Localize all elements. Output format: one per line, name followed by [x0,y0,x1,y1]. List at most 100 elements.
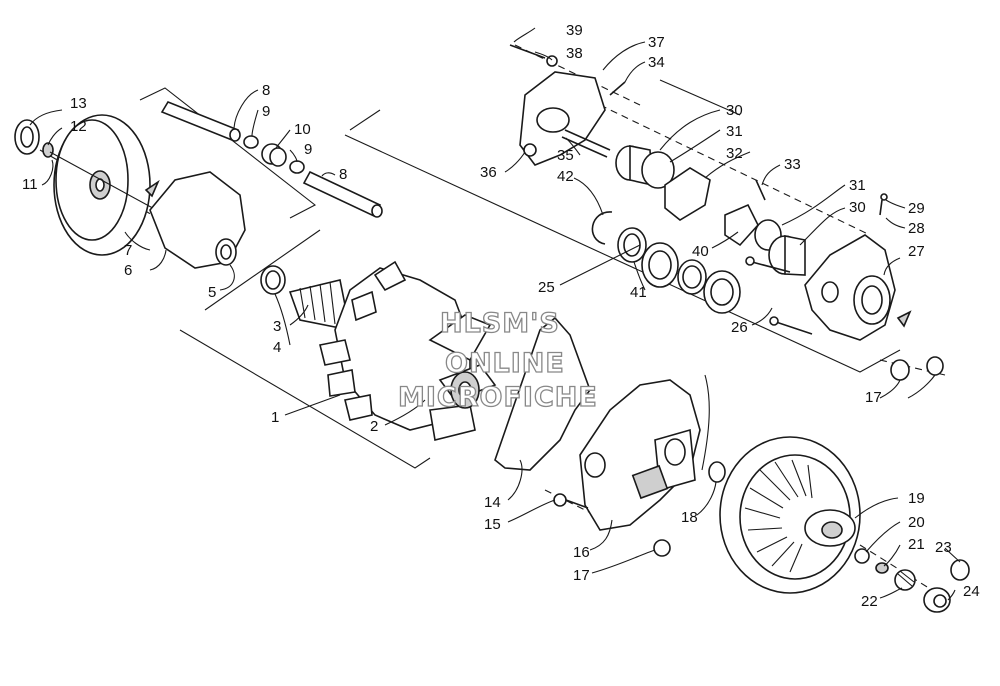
callout-18: 18 [681,509,698,526]
callout-8-upper: 8 [262,82,270,99]
boundary-brake-group [344,134,901,373]
callout-40: 40 [692,243,709,260]
watermark-line-1: HLSM'S [440,308,560,339]
washer-20 [854,548,870,564]
group-boundaries [139,79,901,469]
bushing-5 [215,238,237,266]
callout-31-upper: 31 [726,123,743,140]
callout-13: 13 [70,95,87,112]
bolt-39 [509,44,558,67]
callout-3: 3 [273,318,281,335]
watermark-line-3: MICROFICHE [398,382,598,413]
callout-30-lower: 30 [849,199,866,216]
callout-21: 21 [908,536,925,553]
piston-30-lower [768,235,806,276]
boundary-drive-clutch-top [349,109,381,131]
callout-34: 34 [648,54,665,71]
callout-32: 32 [726,145,743,162]
callout-12: 12 [70,118,87,135]
cap-29 [880,193,888,201]
spring-22 [894,569,916,591]
callout-41: 41 [630,284,647,301]
spring-clip-33 [755,179,766,201]
callout-19: 19 [908,490,925,507]
centerline-driven [859,544,941,596]
callout-31-lower: 31 [849,177,866,194]
callout-28: 28 [908,220,925,237]
washer-9-left [243,135,259,149]
watermark: HLSM'S ONLINE MICROFICHE [397,307,598,413]
callout-27: 27 [908,243,925,260]
callout-1: 1 [271,409,279,426]
callout-35: 35 [557,147,574,164]
watermark-line-2: ONLINE [445,348,565,379]
gearcase-16 [579,379,701,557]
roller-10 [261,143,287,167]
snap-ring-42 [591,211,613,245]
arrow-indicator-left [144,179,160,198]
callout-20: 20 [908,514,925,531]
spacer-8-lower [302,170,383,218]
seal-41 [617,227,647,263]
washer-12 [42,142,54,158]
callout-9-upper: 9 [262,103,270,120]
callout-2: 2 [370,418,378,435]
callout-29: 29 [908,200,925,217]
callout-39: 39 [566,22,583,39]
washer-9-right [289,160,305,174]
boundary-caliper-top [659,79,741,116]
callout-36: 36 [480,164,497,181]
callout-8-lower: 8 [339,166,347,183]
callout-16: 16 [573,544,590,561]
callouts: 1 2 3 4 5 6 7 8 8 9 9 10 11 12 13 14 15 … [22,22,980,610]
callout-23: 23 [935,539,952,556]
callout-9-lower: 9 [304,141,312,158]
nut-17-lower [653,539,671,557]
boundary-drive-clutch-bottom [179,329,431,469]
seal-4 [260,265,286,295]
callout-7: 7 [124,242,132,259]
callout-25: 25 [538,279,555,296]
callout-30-upper: 30 [726,102,743,119]
centerline-brake [599,104,871,236]
sensor-18 [701,374,726,483]
nut-17-upper-a [890,359,910,381]
caliper-bracket-36 [519,71,606,166]
fixed-sheave-2 [319,260,497,441]
cover-gasket-14 [494,316,591,471]
callout-17-lower: 17 [573,567,590,584]
callout-22: 22 [861,593,878,610]
callout-26: 26 [731,319,748,336]
pin-34 [609,81,626,96]
callout-4: 4 [273,339,281,356]
callout-37: 37 [648,34,665,51]
moveable-sheave-7 [49,114,216,256]
bleeder-28 [879,199,883,216]
pad-40 [724,203,759,247]
bearing-seal-group [641,242,741,314]
bolts-26 [745,256,813,335]
leader-lines [29,27,961,601]
callout-17-upper: 17 [865,389,882,406]
nut-17-upper-b [926,356,944,376]
caliper-housing-27 [804,234,896,341]
boundary-spacer-lower [204,229,321,311]
callout-33: 33 [784,156,801,173]
callout-42: 42 [557,168,574,185]
callout-15: 15 [484,516,501,533]
callout-24: 24 [963,583,980,600]
callout-11: 11 [22,176,38,193]
brake-pad-32 [664,167,711,221]
callout-38: 38 [566,45,583,62]
bolt-15 [553,493,589,509]
ring-31-upper [641,151,675,189]
spacer-8-upper [160,101,241,142]
callout-14: 14 [484,494,501,511]
boundary-spacer-group [139,87,317,219]
callout-10: 10 [294,121,311,138]
callout-6: 6 [124,262,132,279]
driven-clutch-19 [719,436,861,594]
arrow-indicator-right [896,310,912,328]
callout-5: 5 [208,284,216,301]
